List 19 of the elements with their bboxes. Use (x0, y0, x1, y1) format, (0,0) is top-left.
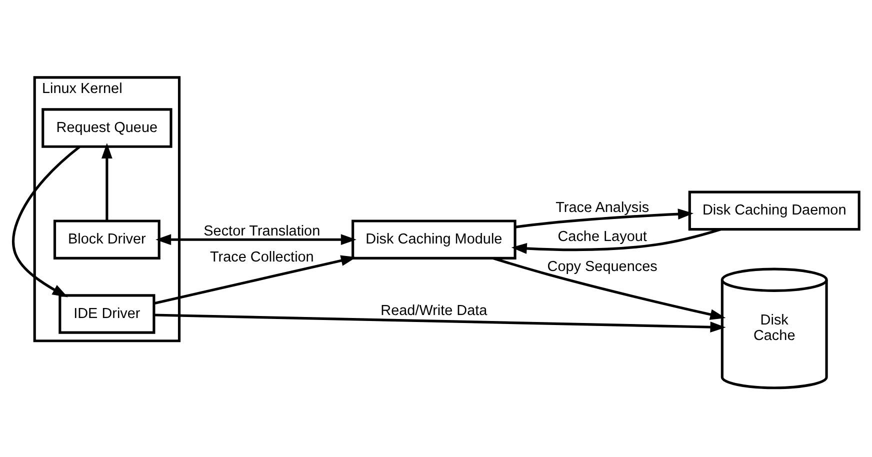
arrow (515, 208, 694, 228)
edge-label: Cache Layout (558, 228, 647, 245)
node-box: Disk Caching Daemon (688, 190, 860, 231)
edge-label: Trace Collection (210, 250, 314, 266)
edge-label: Copy Sequences (547, 258, 658, 275)
arrow (154, 314, 726, 333)
node-box: Request Queue (42, 108, 172, 148)
arrow (154, 255, 356, 305)
arrow (492, 257, 726, 320)
arrow (156, 234, 356, 246)
node-box: Disk Caching Module (352, 220, 516, 260)
arrow (102, 142, 112, 221)
edge-label: Read/Write Data (380, 303, 488, 320)
node-box: Block Driver (53, 220, 160, 260)
edge-label: Sector Translation (204, 224, 320, 240)
edge-label: Trace Analysis (556, 200, 650, 216)
arrow (511, 228, 722, 254)
node-box: IDE Driver (58, 294, 156, 334)
arrow (12, 146, 80, 298)
